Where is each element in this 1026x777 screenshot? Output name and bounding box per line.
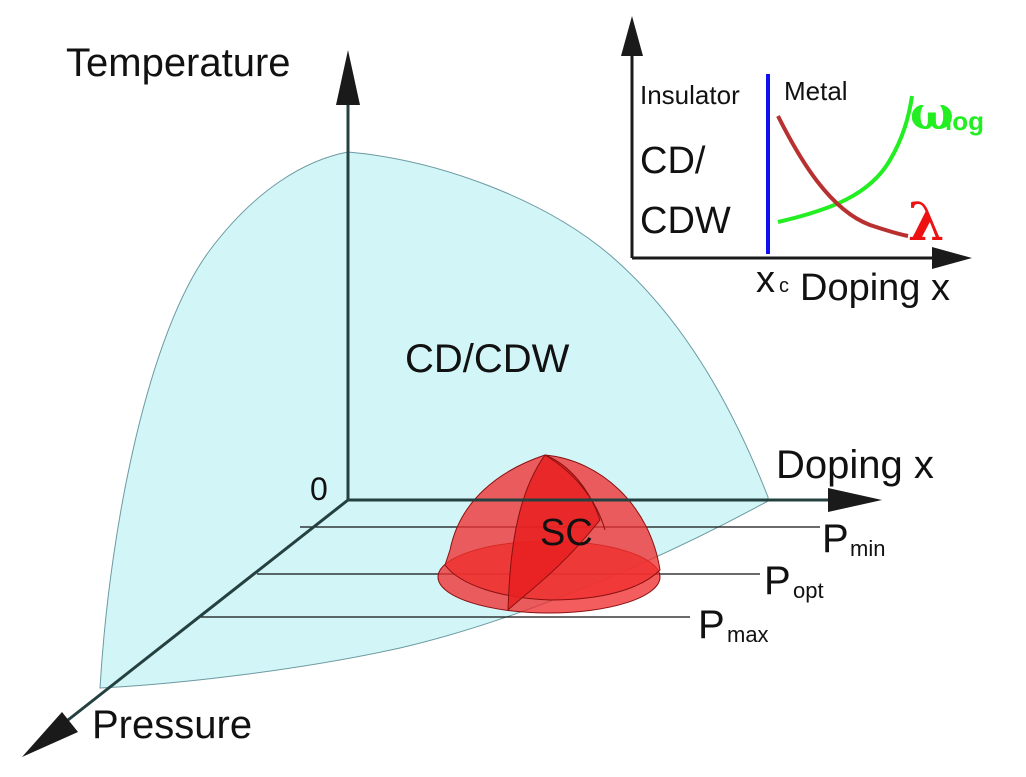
svg-text:min: min <box>850 536 885 561</box>
svg-text:P: P <box>698 603 725 647</box>
pmax-label: P max <box>698 603 769 647</box>
xc-label: x c <box>756 259 789 301</box>
popt-label: P opt <box>764 559 824 603</box>
svg-text:x: x <box>756 259 775 301</box>
svg-text:P: P <box>764 559 791 603</box>
inset-x-arrowhead <box>932 247 972 269</box>
pressure-axis <box>39 498 349 744</box>
inset-doping-label: Doping x <box>800 267 950 309</box>
omega-log-label: ω log <box>910 86 984 140</box>
svg-text:P: P <box>822 517 849 561</box>
svg-text:opt: opt <box>793 578 824 603</box>
inset-plot: Insulator Metal CD/ CDW x c Doping x ω l… <box>621 16 984 309</box>
svg-text:ω: ω <box>910 86 954 140</box>
pmin-label: P min <box>822 517 885 561</box>
svg-text:max: max <box>727 622 769 647</box>
inset-cdw-label-line1: CD/ <box>640 140 706 182</box>
doping-axis-label: Doping x <box>776 443 934 487</box>
cdw-region-label: CD/CDW <box>405 337 570 381</box>
pressure-label: Pressure <box>92 703 252 747</box>
sc-region-label: SC <box>540 512 593 554</box>
lambda-label: λ <box>908 192 944 253</box>
omega-log-curve <box>777 95 914 224</box>
sc-dome <box>437 454 661 614</box>
temperature-label: Temperature <box>66 41 291 85</box>
metal-label: Metal <box>784 76 848 106</box>
lambda-curve <box>776 115 909 238</box>
origin-label: 0 <box>310 471 328 507</box>
svg-text:log: log <box>945 106 984 136</box>
doping-arrowhead <box>828 488 882 512</box>
insulator-label: Insulator <box>640 80 740 110</box>
inset-y-arrowhead <box>621 16 643 56</box>
pressure-arrowhead <box>22 712 78 757</box>
temperature-arrowhead <box>336 50 360 105</box>
inset-cdw-label-line2: CDW <box>640 200 731 242</box>
svg-text:c: c <box>779 275 789 297</box>
